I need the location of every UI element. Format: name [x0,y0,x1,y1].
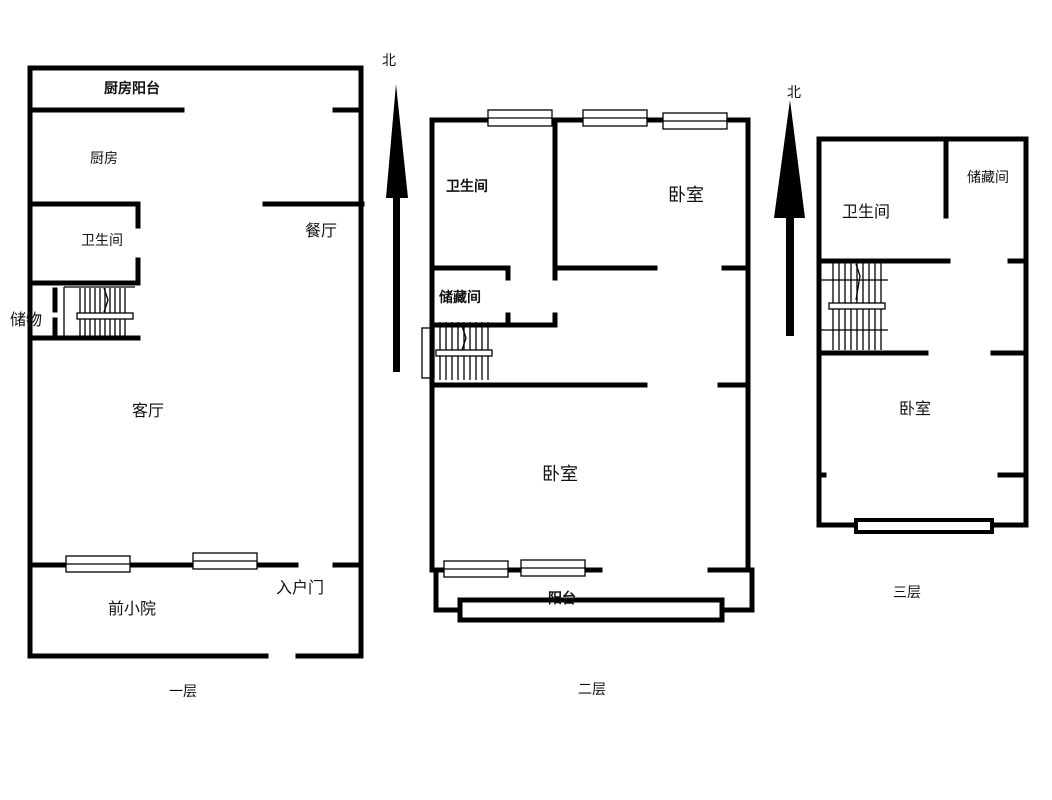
room-label-storeroom-2f: 储藏间 [439,290,481,306]
room-label-storeroom-3f: 储藏间 [967,170,1009,186]
floor-2-windows [443,109,728,623]
room-label-storage: 储物 [10,310,43,329]
room-label-entrance-door: 入户门 [276,578,325,597]
floor-2-stairs [421,322,493,380]
room-label-kitchen-balcony: 厨房阳台 [104,81,160,97]
floor-3-window [854,518,994,534]
room-label-bedroom-2f-south: 卧室 [542,464,578,485]
north-label-2: 北 [787,85,801,101]
floor-label-1: 一层 [169,684,197,700]
floor-1-stairs [63,286,135,336]
room-label-kitchen: 厨房 [90,151,118,167]
room-label-dining-room: 餐厅 [305,221,338,240]
floor-label-2: 二层 [578,682,606,698]
north-arrow-2 [774,100,805,336]
room-label-bathroom-3f: 卫生间 [842,202,891,221]
room-label-balcony-2f: 阳台 [548,591,576,607]
room-label-bathroom-2f: 卫生间 [446,179,488,195]
floor-label-3: 三层 [893,585,921,601]
floor-3-walls [816,136,1029,528]
north-label-1: 北 [382,53,396,69]
room-label-bedroom-3f: 卧室 [899,399,932,418]
north-arrow-1 [386,84,408,372]
room-label-front-yard: 前小院 [108,599,157,618]
floor-1-windows [65,552,258,573]
floor-3-stairs [819,262,888,350]
room-label-bathroom-1f: 卫生间 [81,233,123,249]
floor-2-walls [429,117,755,613]
room-label-living-room: 客厅 [132,401,165,420]
room-label-bedroom-2f-north: 卧室 [668,185,704,206]
